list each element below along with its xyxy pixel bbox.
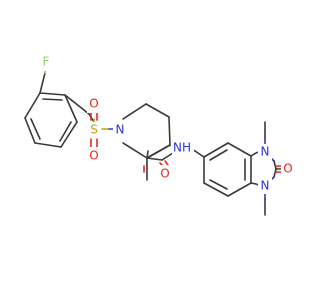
atom-o-sulfonyl-top: O: [89, 97, 98, 111]
atom-o-amide: O: [160, 167, 169, 181]
atom-n-piperidine: N: [116, 123, 125, 137]
atom-s: S: [90, 123, 98, 137]
atom-o-urea: O: [283, 162, 292, 176]
carbonyl-double-2: [164, 160, 169, 166]
atom-labels: F S O O N O NH N N O: [39, 55, 295, 194]
molecule-diagram: F S O O N O NH N N O: [24, 54, 295, 216]
ring-ch2-bond: [64, 94, 90, 115]
fluorobenzene-ring: [24, 92, 78, 148]
atom-f: F: [43, 55, 50, 69]
c-f-bond: [39, 72, 46, 94]
atom-n-top: N: [261, 145, 270, 159]
c4-carbonyl-c: [146, 157, 163, 161]
atom-n-bottom: N: [261, 179, 270, 193]
carbonyl-c-nh: [161, 152, 174, 161]
atom-o-sulfonyl-bottom: O: [89, 149, 98, 163]
c4-carbonyl-bond: [146, 150, 149, 159]
amide-c-n: [146, 144, 171, 159]
nh-aryl-bond-b: [194, 150, 205, 158]
benzimidazolone-benzene: [203, 142, 252, 197]
atom-nh-amide: NH: [173, 141, 191, 155]
